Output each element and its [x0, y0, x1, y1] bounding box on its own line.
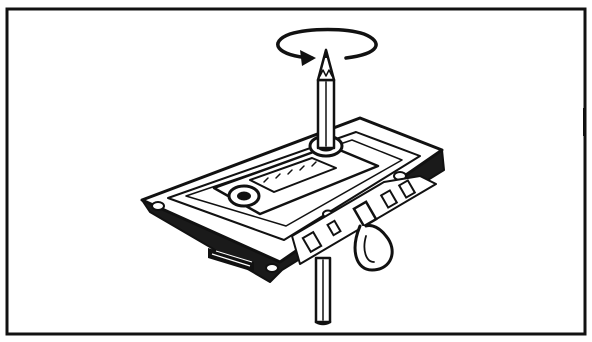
left-reel-hub [229, 186, 259, 206]
screw-hole [152, 202, 164, 210]
pencil-lower-shaft [316, 258, 330, 324]
screw-hole [266, 264, 278, 272]
